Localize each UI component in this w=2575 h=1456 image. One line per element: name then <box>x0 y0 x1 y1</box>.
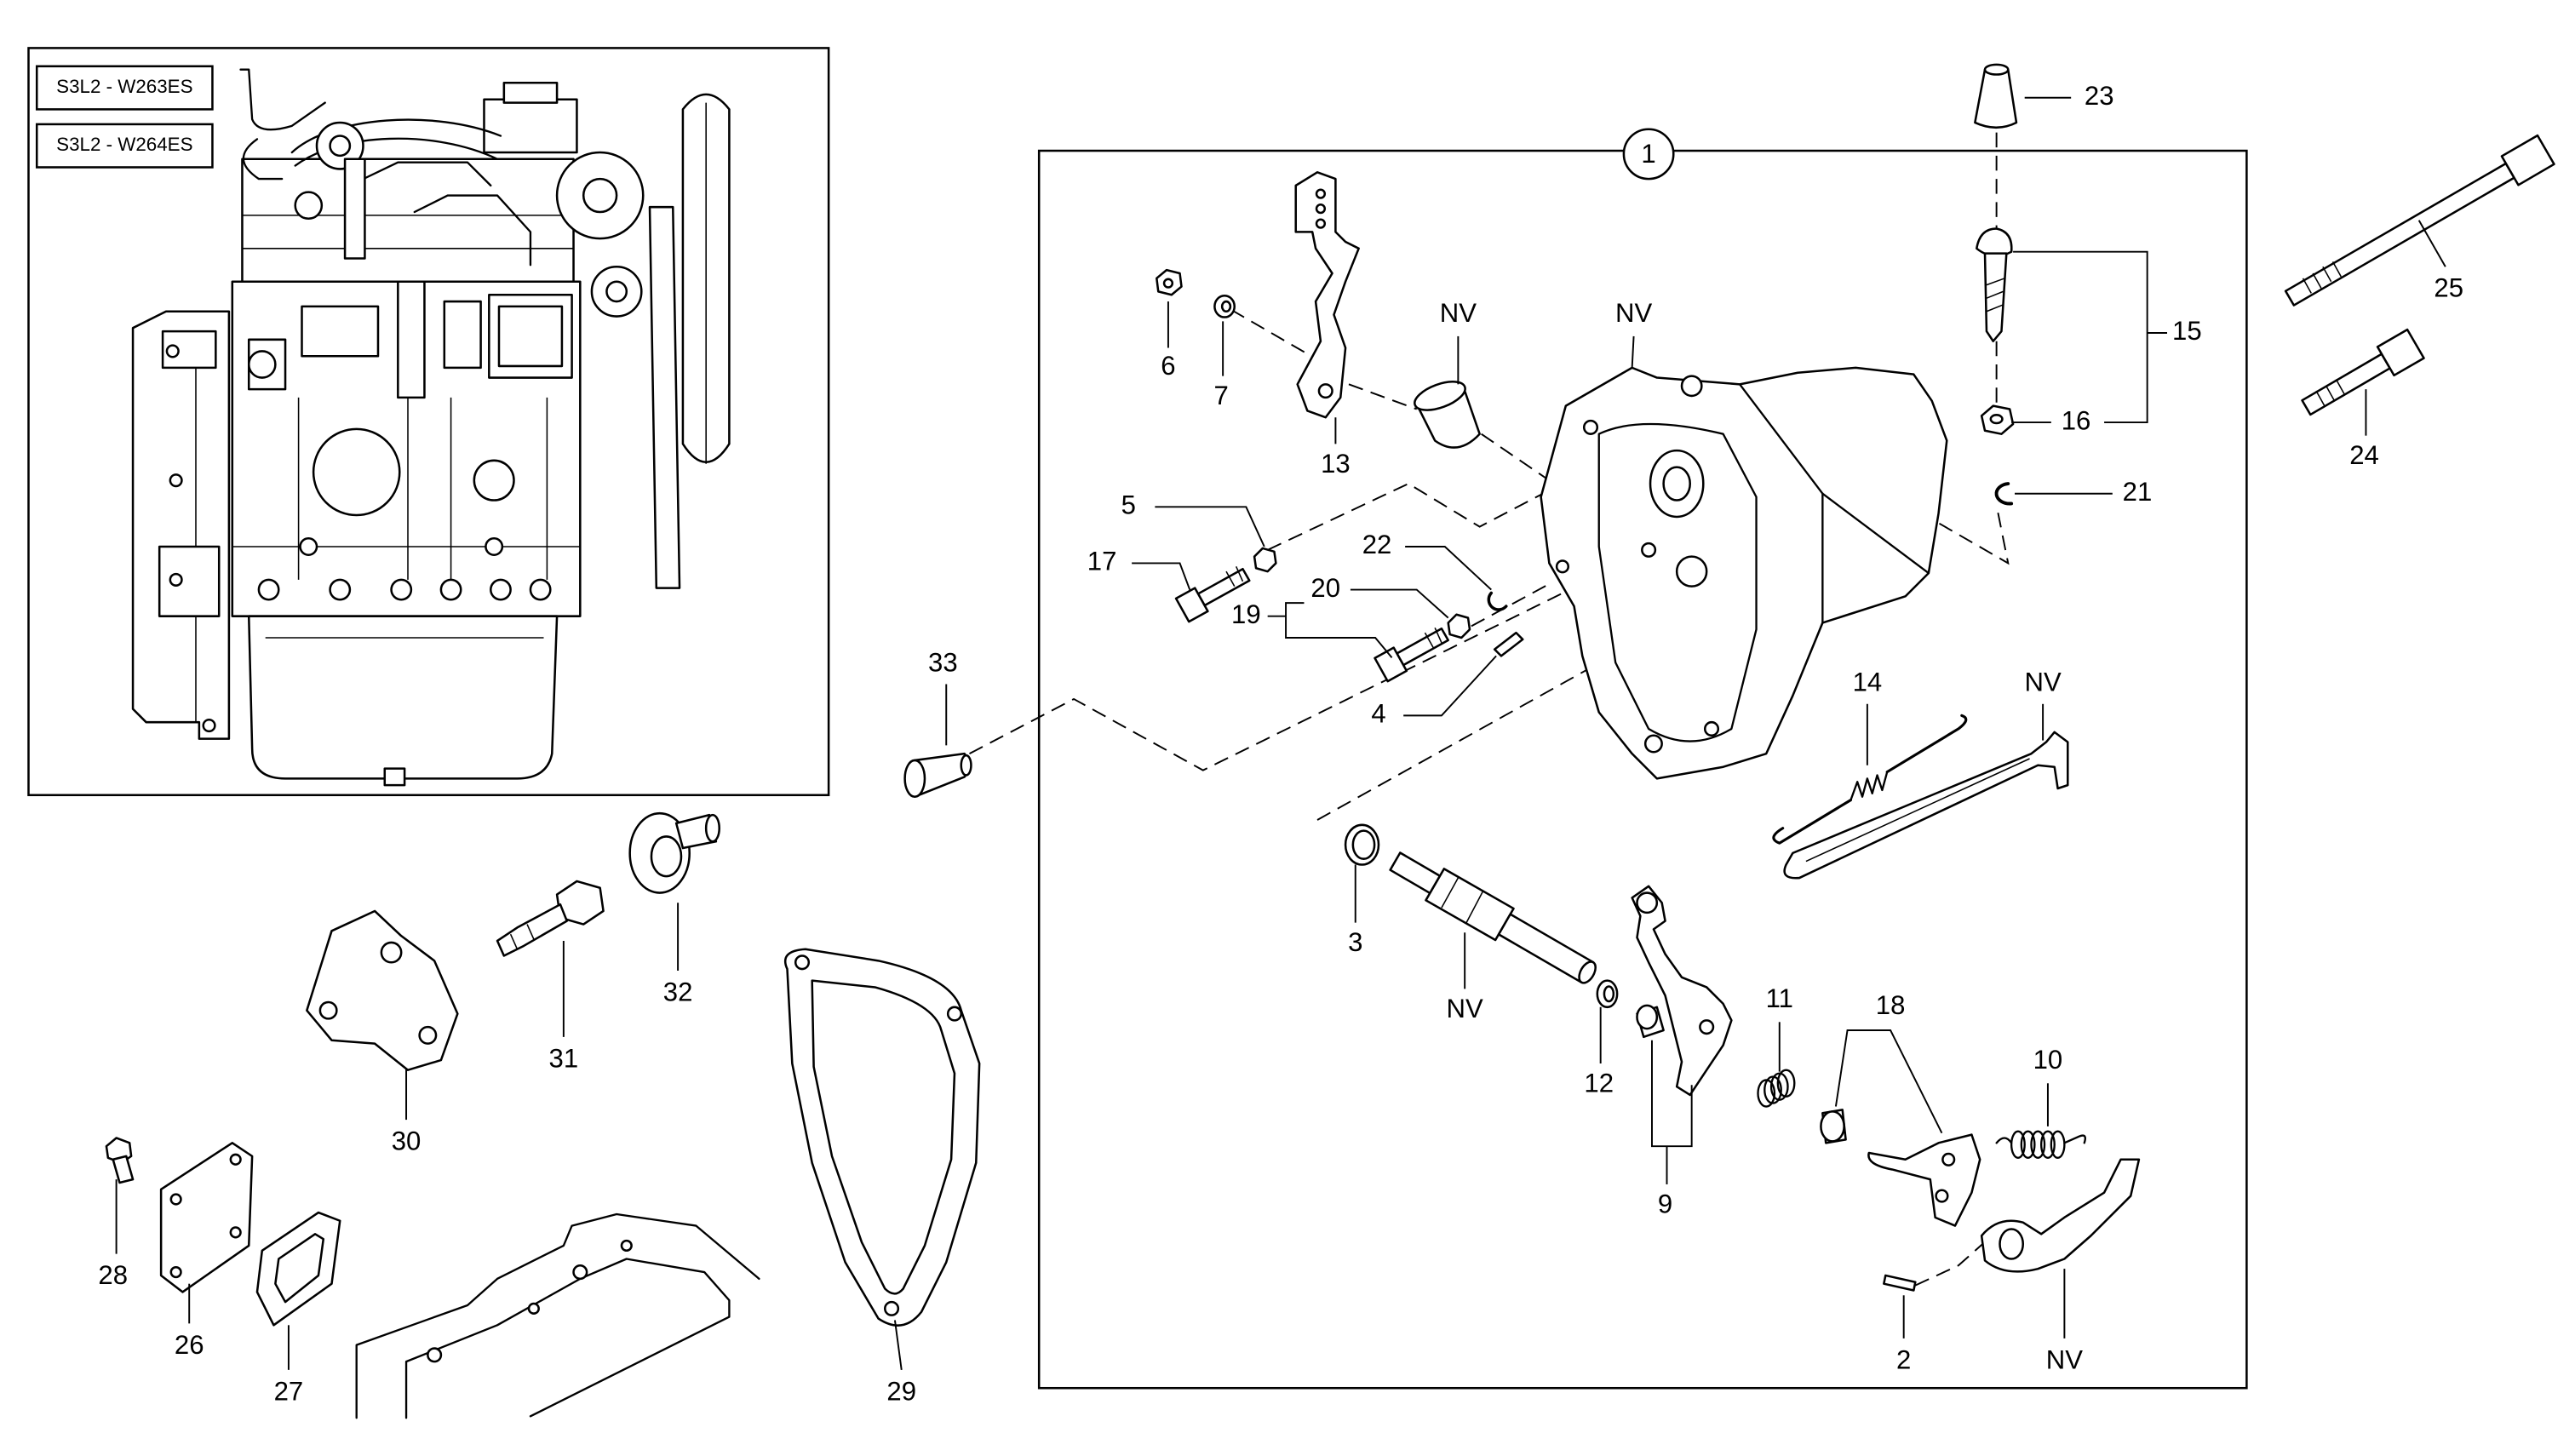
model-label-w263es: S3L2 - W263ES <box>35 65 214 111</box>
part-30-bracket <box>306 909 459 1071</box>
leader-17 <box>1132 562 1191 590</box>
leader-4 <box>1403 655 1497 717</box>
part-25-long-bolt <box>2284 134 2555 307</box>
callout-29: 29 <box>886 1376 916 1406</box>
part-29-gasket <box>783 948 981 1327</box>
callout-22: 22 <box>1362 530 1392 559</box>
callout-10: 10 <box>2033 1045 2063 1075</box>
callout-6: 6 <box>1161 351 1175 381</box>
callout-33: 33 <box>928 647 958 677</box>
leader-18 <box>1834 1029 1943 1134</box>
part-33-cone <box>903 752 972 798</box>
part-17-bolt <box>1174 566 1251 623</box>
part-14-spring-rod <box>1772 714 1968 845</box>
callout-23: 23 <box>2085 81 2114 111</box>
model-label-text: S3L2 - W264ES <box>56 134 192 155</box>
callout-7: 7 <box>1214 381 1229 410</box>
part-22-clip <box>1487 591 1508 611</box>
part-18-roller-plate <box>1820 1109 1981 1227</box>
nv-shaft <box>1389 851 1597 984</box>
nv-bottom-lever <box>1980 1158 2141 1273</box>
base-plate-outline <box>355 1212 760 1419</box>
part-28-bolt <box>105 1137 135 1184</box>
part-20-nut <box>1447 613 1471 639</box>
part-21-snap-ring <box>1994 482 2014 506</box>
part-6-nut <box>1156 268 1183 296</box>
nv-housing <box>1540 366 1948 780</box>
callout-28: 28 <box>98 1260 128 1290</box>
part-19-bolt <box>1374 627 1449 683</box>
callout-12: 12 <box>1584 1068 1614 1098</box>
leader-22 <box>1405 546 1492 591</box>
callout-16: 16 <box>2062 405 2091 435</box>
part-2-pin <box>1883 1274 1917 1292</box>
part-12-washer <box>1596 979 1619 1009</box>
callout-21: 21 <box>2123 477 2153 507</box>
part-4-pin <box>1493 631 1524 657</box>
part-9-lever-assembly <box>1631 885 1733 1097</box>
part-23-cone <box>1974 63 2018 129</box>
leader-15-bracket <box>2013 250 2148 424</box>
nv-label-long-lever: NV <box>2024 668 2061 697</box>
nv-label-housing: NV <box>1615 298 1652 328</box>
leader-19-bracket <box>1285 602 1393 658</box>
callout-27: 27 <box>274 1376 304 1406</box>
callout-15: 15 <box>2172 316 2202 346</box>
callout-11: 11 <box>1766 983 1793 1013</box>
callout-5: 5 <box>1121 490 1136 520</box>
nv-long-lever <box>1783 731 2069 880</box>
callout-24: 24 <box>2349 440 2379 470</box>
callout-31: 31 <box>549 1043 579 1073</box>
callout-4: 4 <box>1371 699 1385 729</box>
assembly-dashed-lines <box>969 132 2010 1287</box>
callout-20: 20 <box>1310 573 1340 603</box>
part-31-fitting <box>496 880 605 957</box>
callout-2: 2 <box>1896 1344 1911 1374</box>
part-5-nut <box>1253 547 1277 573</box>
part-16-nut <box>1980 404 2015 435</box>
part-3-o-ring <box>1344 823 1380 866</box>
callout-labels: 23 15 16 21 25 24 NV NV 6 7 13 5 17 22 2… <box>98 81 2463 1406</box>
part-13-lever-plate <box>1294 171 1360 419</box>
callout-18: 18 <box>1876 990 1906 1020</box>
part-7-washer <box>1213 294 1236 318</box>
model-label-text: S3L2 - W263ES <box>56 76 192 97</box>
model-label-w264es: S3L2 - W264ES <box>35 123 214 169</box>
part-10-spring <box>1995 1130 2086 1159</box>
callout-3: 3 <box>1348 927 1362 957</box>
nv-label-bottom-lever: NV <box>2046 1344 2083 1374</box>
callout-9: 9 <box>1658 1189 1672 1218</box>
part-26-cover-plate <box>159 1142 254 1293</box>
leader-nv-housing <box>1631 335 1635 368</box>
callout-26: 26 <box>175 1330 204 1360</box>
part-27-gasket <box>255 1211 341 1327</box>
leader-5 <box>1155 506 1265 547</box>
callout-1: 1 <box>1641 139 1655 169</box>
part-24-bolt <box>2301 328 2425 416</box>
callout-14: 14 <box>1853 668 1883 697</box>
callout-30: 30 <box>392 1126 422 1156</box>
leader-9-bracket <box>1651 1040 1693 1148</box>
callout-32: 32 <box>663 977 693 1006</box>
assembly-1-frame: 1 <box>1037 128 2248 1390</box>
callout-13: 13 <box>1321 449 1351 479</box>
part-15-bolt <box>1976 227 2013 343</box>
engine-illustration <box>131 68 731 787</box>
callout-17: 17 <box>1087 547 1117 576</box>
nv-label-bushing: NV <box>1440 298 1477 328</box>
leader-20 <box>1350 588 1449 619</box>
leader-lines <box>115 96 2446 1370</box>
leader-25 <box>2417 220 2446 267</box>
assembly-callout-circle <box>1622 128 1675 181</box>
part-11-spring <box>1757 1069 1796 1108</box>
engine-inset: S3L2 - W263ES S3L2 - W264ES <box>27 47 830 797</box>
part-32-flange <box>628 811 720 894</box>
callout-25: 25 <box>2434 273 2463 303</box>
callout-19: 19 <box>1231 599 1261 629</box>
leader-29 <box>893 1320 903 1370</box>
nv-label-shaft: NV <box>1447 994 1483 1023</box>
nv-bushing <box>1414 381 1481 449</box>
